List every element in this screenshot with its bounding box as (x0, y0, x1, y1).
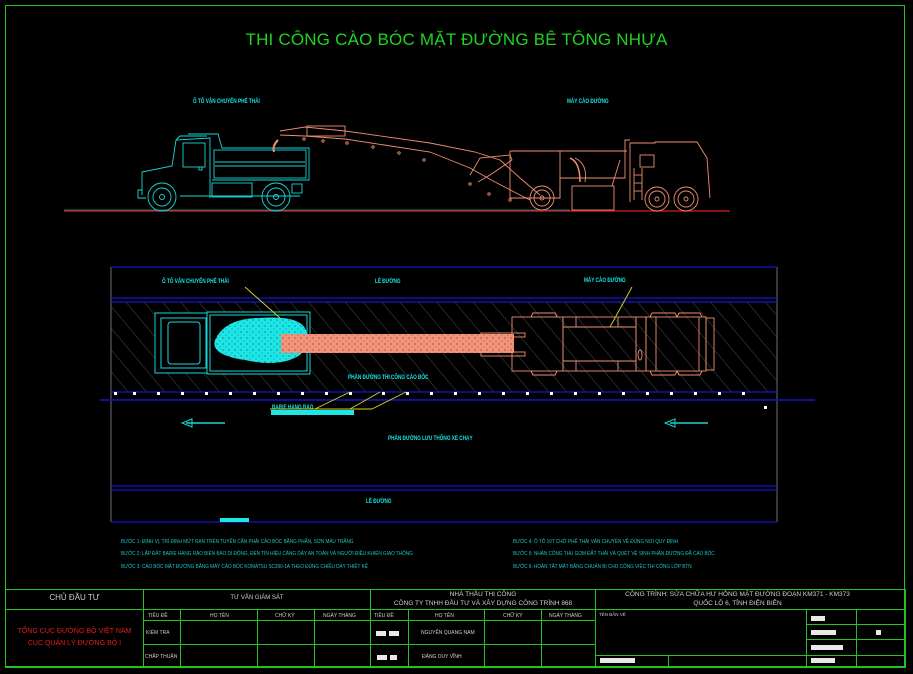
sup-col-name: HỌ TÊN (210, 613, 229, 619)
owner-line1: TỔNG CỤC ĐƯỜNG BỘ VIỆT NAM (17, 628, 132, 635)
traffic-arrow-right-lane (663, 418, 708, 428)
con-col-signature: CHỮ KÝ (503, 613, 523, 619)
contractor-header: NHÀ THẦU THI CÔNG (449, 591, 517, 598)
redacted-drawing-no (600, 658, 635, 663)
project-name: CÔNG TRÌNH: SỬA CHỮA HƯ HỎNG MẶT ĐƯỜNG Đ… (625, 591, 850, 598)
step-5: BƯỚC 5: NHÂN CÔNG THU GOM ĐẤT THẢI VÀ QU… (513, 551, 715, 557)
redacted-title-2 (377, 655, 387, 660)
label-barrier: BARIE HÀNG RÀO (272, 405, 314, 411)
redacted-sheet-3 (811, 645, 843, 650)
supervisor-header: TƯ VẤN GIÁM SÁT (230, 595, 284, 601)
milling-machine-side (272, 125, 711, 212)
sup-col-signature: CHỮ KÝ (275, 613, 295, 619)
con-col-title: TIÊU ĐỀ (374, 613, 394, 619)
step-4: BƯỚC 4: Ô TÔ 10T CHỞ PHẾ THẢI VẬN CHUYỂN… (513, 539, 679, 545)
redacted-sheet-4 (811, 658, 835, 663)
barrier-symbol (271, 410, 354, 415)
redacted-sheet-mark (876, 630, 881, 635)
milling-machine-plan (480, 312, 715, 376)
dump-truck-side (137, 133, 310, 212)
label-milling-elevation: MÁY CÀO ĐƯỜNG (567, 99, 609, 105)
leader-lines (244, 286, 633, 410)
step-2: BƯỚC 2: LẮP ĐẶT BARIE HÀNG RÀO BIỂN BÁO … (121, 551, 413, 557)
redacted-title-1b (389, 631, 399, 636)
contractor-name-1: NGUYỄN QUANG NAM (421, 630, 475, 636)
step-6: BƯỚC 6: HOÀN TẤT MẶT BẰNG CHUẨN BỊ CHO C… (513, 564, 692, 570)
step-1: BƯỚC 1: ĐỊNH VỊ, TRÍ ĐỊNH MỨT RẠN TRÊN T… (121, 539, 354, 545)
label-shoulder-bottom: LỀ ĐƯỜNG (366, 499, 392, 505)
redacted-title-1 (376, 631, 386, 636)
contractor-name-2: ĐẶNG DUY VĨNH (422, 654, 462, 660)
step-3: BƯỚC 3: CÀO BÓC MẶT ĐƯỜNG BẰNG MÁY CÀO B… (121, 564, 368, 570)
label-milling-plan: MÁY CÀO ĐƯỜNG (584, 278, 626, 284)
owner-header: CHỦ ĐẦU TƯ (49, 593, 100, 602)
traffic-arrow-left (180, 418, 225, 428)
drawing-title: THI CÔNG CÀO BÓC MẶT ĐƯỜNG BÊ TÔNG NHỰA (245, 30, 668, 49)
drawing-name-label: TÊN BẢN VẼ (599, 612, 626, 617)
redacted-sheet-1 (811, 616, 825, 621)
project-location: QUỐC LỘ 6, TỈNH ĐIỆN BIÊN (693, 600, 782, 607)
plan-view (100, 266, 815, 523)
sup-row-approve: CHẤP THUẬN (145, 654, 178, 660)
label-traffic-lane: PHẦN ĐƯỜNG LƯU THÔNG XE CHẠY (388, 436, 473, 442)
contractor-company: CÔNG TY TNHH ĐẦU TƯ VÀ XÂY DỰNG CÔNG TRÌ… (393, 600, 573, 607)
sup-row-check: KIỂM TRA (146, 630, 170, 636)
con-col-date: NGÀY THÁNG (549, 613, 582, 619)
label-truck-plan: Ô TÔ VẬN CHUYỂN PHẾ THẢI (162, 279, 229, 285)
label-work-zone: PHẦN ĐƯỜNG THI CÔNG CÀO BÓC (348, 375, 429, 381)
drawing-frame (5, 5, 905, 667)
con-col-name: HỌ TÊN (435, 613, 454, 619)
owner-line2: CỤC QUẢN LÝ ĐƯỜNG BỘ I (27, 640, 122, 647)
sup-col-date: NGÀY THÁNG (323, 613, 356, 619)
redacted-title-2b (390, 655, 397, 660)
redacted-sheet-2 (811, 630, 836, 635)
elevation-view (64, 125, 730, 212)
sup-col-title: TIÊU ĐỀ (148, 613, 168, 619)
label-truck-elevation: Ô TÔ VẬN CHUYỂN PHẾ THẢI (193, 99, 260, 105)
barrier-markers (114, 392, 767, 409)
label-shoulder-top: LỀ ĐƯỜNG (375, 279, 401, 285)
scale-marker (220, 518, 249, 522)
